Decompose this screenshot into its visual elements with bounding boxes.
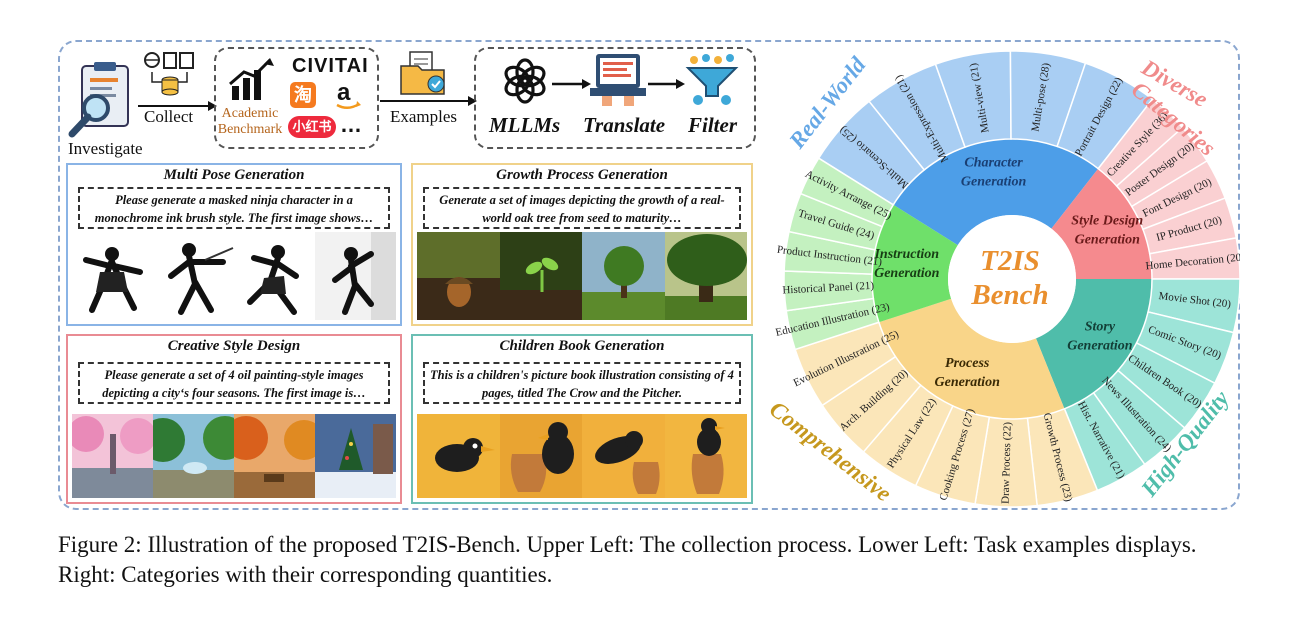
taobao-logo: 淘	[290, 82, 316, 108]
group-label: Instruction	[873, 247, 939, 262]
svg-text:a: a	[337, 79, 351, 106]
group-segment	[893, 139, 1099, 246]
collect-label: Collect	[144, 107, 194, 126]
group-label: Generation	[1075, 233, 1141, 248]
group-segment	[872, 204, 958, 323]
category-wheel: Multi-Scenario (25)Multi-Expression (21)…	[765, 50, 1240, 508]
card-prompt: This is a children's picture book illust…	[423, 362, 741, 404]
card-title: Creative Style Design	[167, 338, 301, 354]
ninja-pose-4	[315, 232, 396, 320]
oak-image-row	[417, 232, 747, 320]
acorn-image	[417, 232, 500, 320]
processing-box	[474, 47, 756, 149]
card-prompt: Generate a set of images depicting the g…	[423, 187, 741, 229]
xiaohongshu-logo: 小红书	[288, 116, 336, 138]
group-segment	[1035, 279, 1152, 409]
card-children-book: Children Book Generation This is a child…	[411, 334, 753, 504]
mature-oak-image	[664, 232, 747, 320]
wheel-center	[948, 215, 1076, 343]
crow-page-1	[417, 414, 500, 498]
winter-painting	[315, 414, 396, 498]
card-growth-process: Growth Process Generation Generate a set…	[411, 163, 753, 326]
arrow-examples	[380, 93, 478, 111]
card-multi-pose: Multi Pose Generation Please generate a …	[66, 163, 402, 326]
group-label: Generation	[1067, 338, 1133, 353]
crow-page-2	[499, 414, 582, 498]
autumn-painting	[234, 414, 315, 498]
card-prompt: Please generate a masked ninja character…	[78, 187, 390, 229]
card-title: Growth Process Generation	[496, 167, 668, 183]
category-label: Draw Process (22)	[1000, 422, 1014, 504]
translate-laptop-icon	[588, 52, 648, 108]
young-tree-image	[582, 232, 665, 320]
ninja-pose-1	[72, 232, 153, 320]
ellipsis-label: …	[340, 112, 362, 137]
center-title-2: Bench	[970, 279, 1048, 311]
filter-funnel-icon	[684, 54, 740, 108]
group-label: Style Design	[1071, 214, 1143, 229]
card-title: Multi Pose Generation	[163, 167, 305, 183]
crow-page-4	[664, 414, 747, 498]
folder-icon	[398, 50, 448, 96]
filter-label: Filter	[688, 113, 738, 137]
examples-label: Examples	[390, 107, 458, 126]
ninja-pose-3	[234, 232, 315, 320]
ninja-image-row	[72, 232, 396, 320]
card-creative-style: Creative Style Design Please generate a …	[66, 334, 402, 504]
mllms-label: MLLMs	[489, 113, 561, 137]
category-segment	[799, 157, 895, 228]
category-label: Historical Panel (21)	[782, 280, 874, 297]
group-label: Process	[945, 356, 990, 371]
translate-label: Translate	[583, 113, 666, 137]
arrow-collect	[138, 98, 218, 116]
group-segment	[1051, 168, 1152, 279]
civitai-logo: CIVITAI	[292, 55, 369, 77]
academic-benchmark-label: Academic Benchmark	[217, 106, 283, 137]
card-prompt: Please generate a set of 4 oil painting-…	[78, 362, 390, 404]
chart-growth-icon	[226, 56, 276, 102]
seasons-image-row	[72, 414, 396, 498]
group-label: Character	[964, 156, 1023, 171]
database-icon	[142, 50, 198, 100]
sprout-image	[499, 232, 582, 320]
group-label: Generation	[874, 266, 940, 281]
group-label: Generation	[935, 375, 1001, 390]
group-segment	[878, 298, 1065, 419]
arrow-translate	[552, 76, 592, 94]
center-title-1: T2IS	[980, 245, 1040, 277]
ninja-pose-2	[153, 232, 234, 320]
figure-caption: Figure 2: Illustration of the proposed T…	[58, 532, 1197, 587]
crow-image-row	[417, 414, 747, 498]
crow-page-3	[582, 414, 665, 498]
group-label: Generation	[961, 175, 1027, 190]
summer-painting	[153, 414, 234, 498]
arrow-filter	[648, 76, 686, 94]
openai-icon	[500, 56, 550, 106]
group-label: Story	[1085, 319, 1116, 334]
amazon-logo: a	[335, 78, 361, 112]
investigate-label: Investigate	[68, 139, 143, 158]
card-title: Children Book Generation	[499, 338, 665, 354]
sources-box	[214, 47, 379, 149]
spring-painting	[72, 414, 153, 498]
clipboard-icon	[66, 60, 146, 142]
